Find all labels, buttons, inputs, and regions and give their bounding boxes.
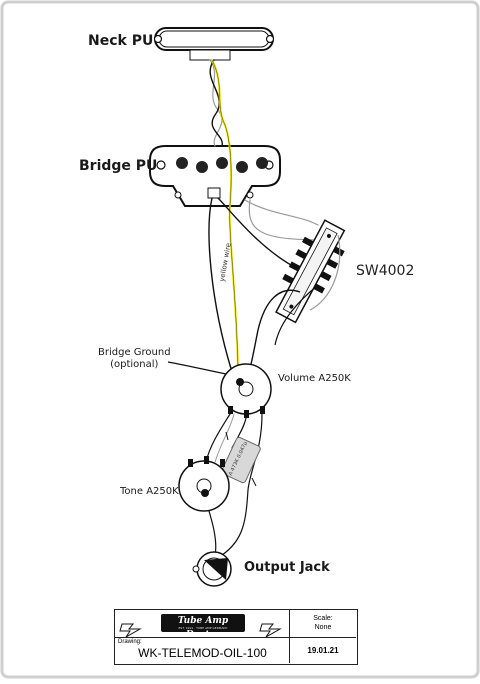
capacitor: A 473K 0.047µ (221, 431, 261, 487)
scale-cell: Scale: None (290, 610, 356, 638)
neck-pickup (153, 27, 275, 61)
bridge-pickup-label: Bridge PU (79, 158, 158, 174)
date-cell: 19.01.21 (290, 638, 356, 663)
switch-label: SW4002 (356, 263, 415, 279)
bridge-ground-title: Bridge Ground (98, 347, 171, 358)
brand-logo: Tube Amp Doctor EST. 1991 · TUBE AMP GER… (161, 614, 245, 640)
switch-sw4002 (245, 219, 346, 385)
bridge-wires (208, 197, 331, 373)
output-jack (192, 551, 232, 587)
bridge-ground-note: (optional) (110, 359, 159, 370)
tone-pot (178, 456, 230, 512)
drawing-cell: Drawing: WK-TELEMOD-OIL-100 (115, 638, 290, 663)
scale-caption: Scale: (313, 615, 333, 622)
neck-pickup-label: Neck PU (88, 33, 154, 49)
lightning-bolt-right-icon (259, 623, 282, 638)
drawing-date: 19.01.21 (307, 646, 339, 655)
bridge-ground-label: Bridge Ground (optional) (98, 347, 171, 371)
scale-value: None (314, 624, 332, 631)
brand-subtitle: EST. 1991 · TUBE AMP GERMANY (178, 626, 228, 630)
lightning-bolt-left-icon (119, 623, 142, 638)
drawing-caption: Drawing: (118, 639, 142, 645)
logo-cell: Tube Amp Doctor EST. 1991 · TUBE AMP GER… (115, 610, 290, 640)
volume-pot (220, 363, 272, 418)
tone-pot-label: Tone A250K (120, 486, 179, 497)
neck-wires (209, 59, 239, 369)
drawing-number: WK-TELEMOD-OIL-100 (138, 646, 267, 660)
brand-name: Tube Amp Doctor (177, 616, 229, 640)
title-block: Tube Amp Doctor EST. 1991 · TUBE AMP GER… (114, 609, 358, 665)
bridge-pickup (149, 145, 281, 207)
volume-pot-label: Volume A250K (278, 373, 351, 384)
output-jack-label: Output Jack (244, 560, 330, 575)
